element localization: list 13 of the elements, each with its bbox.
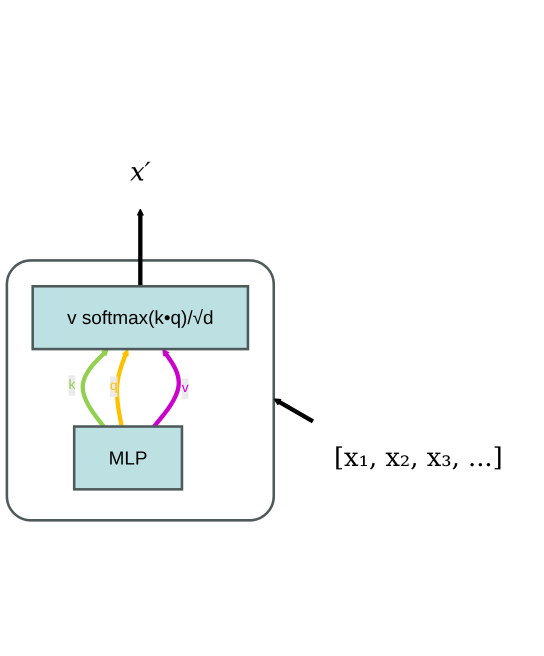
arrow [80,348,109,428]
edge-label: k [68,378,76,392]
edge-label: v [182,381,189,396]
cluster [6,259,276,522]
node-text: x′ [130,157,151,188]
arrow [152,348,181,428]
node-box: MLP [72,425,184,491]
arrow [114,348,129,427]
edge-label: q [110,379,118,394]
node-text: [x₁, x₂, x₃, ...] [334,442,503,473]
node-box: v softmax(k•q)/√d [31,284,250,350]
arrow [273,398,314,424]
arrow [136,208,144,286]
